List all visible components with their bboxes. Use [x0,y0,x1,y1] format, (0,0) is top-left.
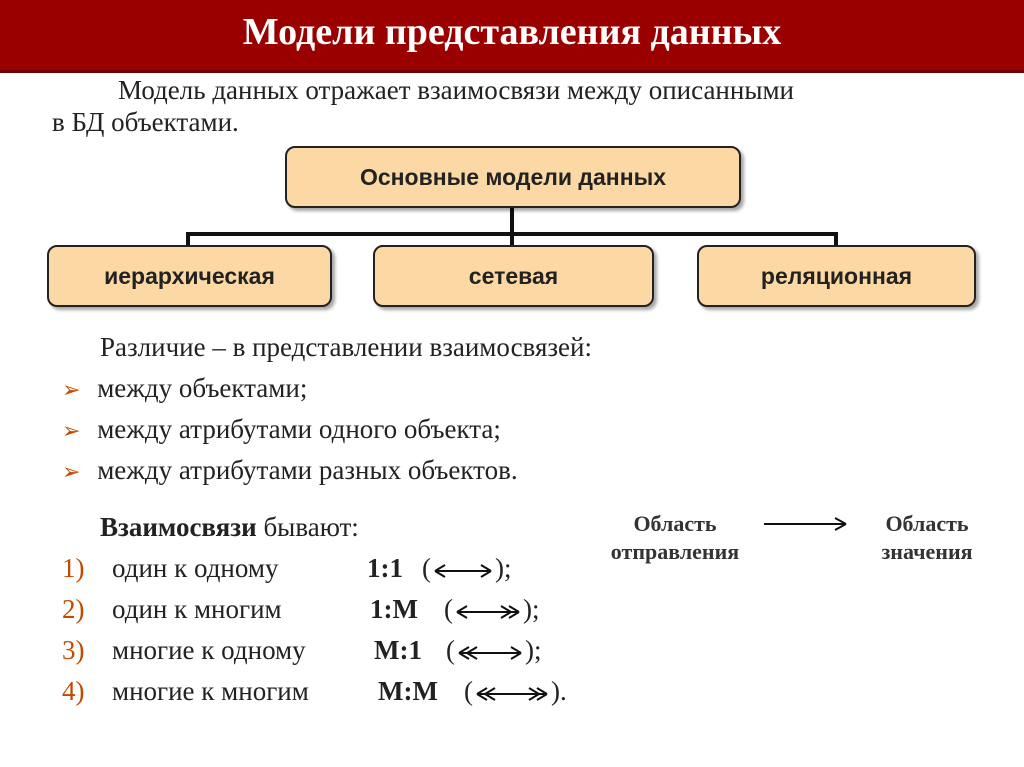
right-arrow-icon [764,517,847,531]
target-domain-label: Область значения [881,511,973,564]
list-item: ➢ между атрибутами одного объекта; [62,414,501,444]
hierarchical-model-box: иерархическая [47,245,332,307]
intro-line-2: в БД объектами. [52,107,239,137]
relation-item-3: 3) многие к одному М:1 (); [62,635,542,665]
arrow-bullet-icon: ➢ [62,419,81,444]
list-item: ➢ между объектами; [62,373,308,403]
one-to-one-arrow-icon [434,563,492,578]
list-item: ➢ между атрибутами разных объектов. [62,455,518,485]
many-to-many-arrow-icon [476,686,548,701]
intro-line-1: Модель данных отражает взаимосвязи между… [118,75,795,105]
root-model-box: Основные модели данных [285,146,741,208]
arrow-expression: (). [464,676,567,706]
network-model-box: сетевая [373,245,654,307]
relation-item-2: 2) один к многим 1:М (); [62,594,540,624]
arrow-bullet-icon: ➢ [62,378,81,403]
relational-model-box: реляционная [697,245,976,307]
source-domain-label: Область отправления [610,511,740,564]
relation-item-4: 4) многие к многим М:М (). [62,676,567,706]
slide-title: Модели представления данных [242,11,782,53]
intro-text: Модель данных отражает взаимосвязи между… [52,74,992,138]
relations-heading: Взаимосвязи бывают: [100,512,359,542]
arrow-expression: (); [446,635,542,665]
many-to-one-arrow-icon [458,645,522,660]
relation-item-1: 1) один к одному 1:1 (); [62,553,512,583]
arrow-expression: (); [444,594,540,624]
one-to-many-arrow-icon [456,604,520,619]
title-bar [0,0,1024,73]
arrow-expression: (); [422,553,512,583]
difference-heading: Различие – в представлении взаимосвязей: [100,332,592,362]
arrow-bullet-icon: ➢ [62,460,81,485]
